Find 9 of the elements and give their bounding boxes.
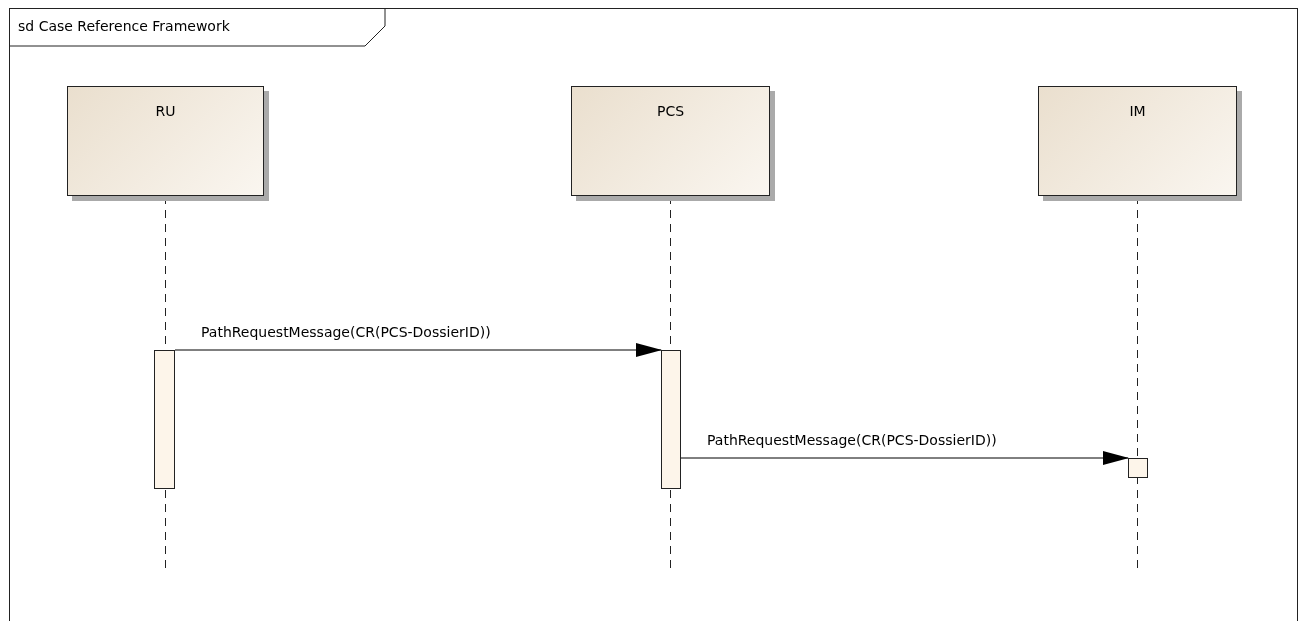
- frame-title: sd Case Reference Framework: [18, 18, 230, 34]
- message-arrow: [680, 451, 1129, 465]
- message-label: PathRequestMessage(CR(PCS-DossierID)): [199, 324, 493, 340]
- message-label: PathRequestMessage(CR(PCS-DossierID)): [705, 432, 999, 448]
- message-arrow: [174, 343, 662, 357]
- activation-bar: [154, 350, 175, 489]
- sequence-frame: [9, 8, 1298, 621]
- activation-bar: [1128, 458, 1148, 478]
- activation-bar: [661, 350, 681, 489]
